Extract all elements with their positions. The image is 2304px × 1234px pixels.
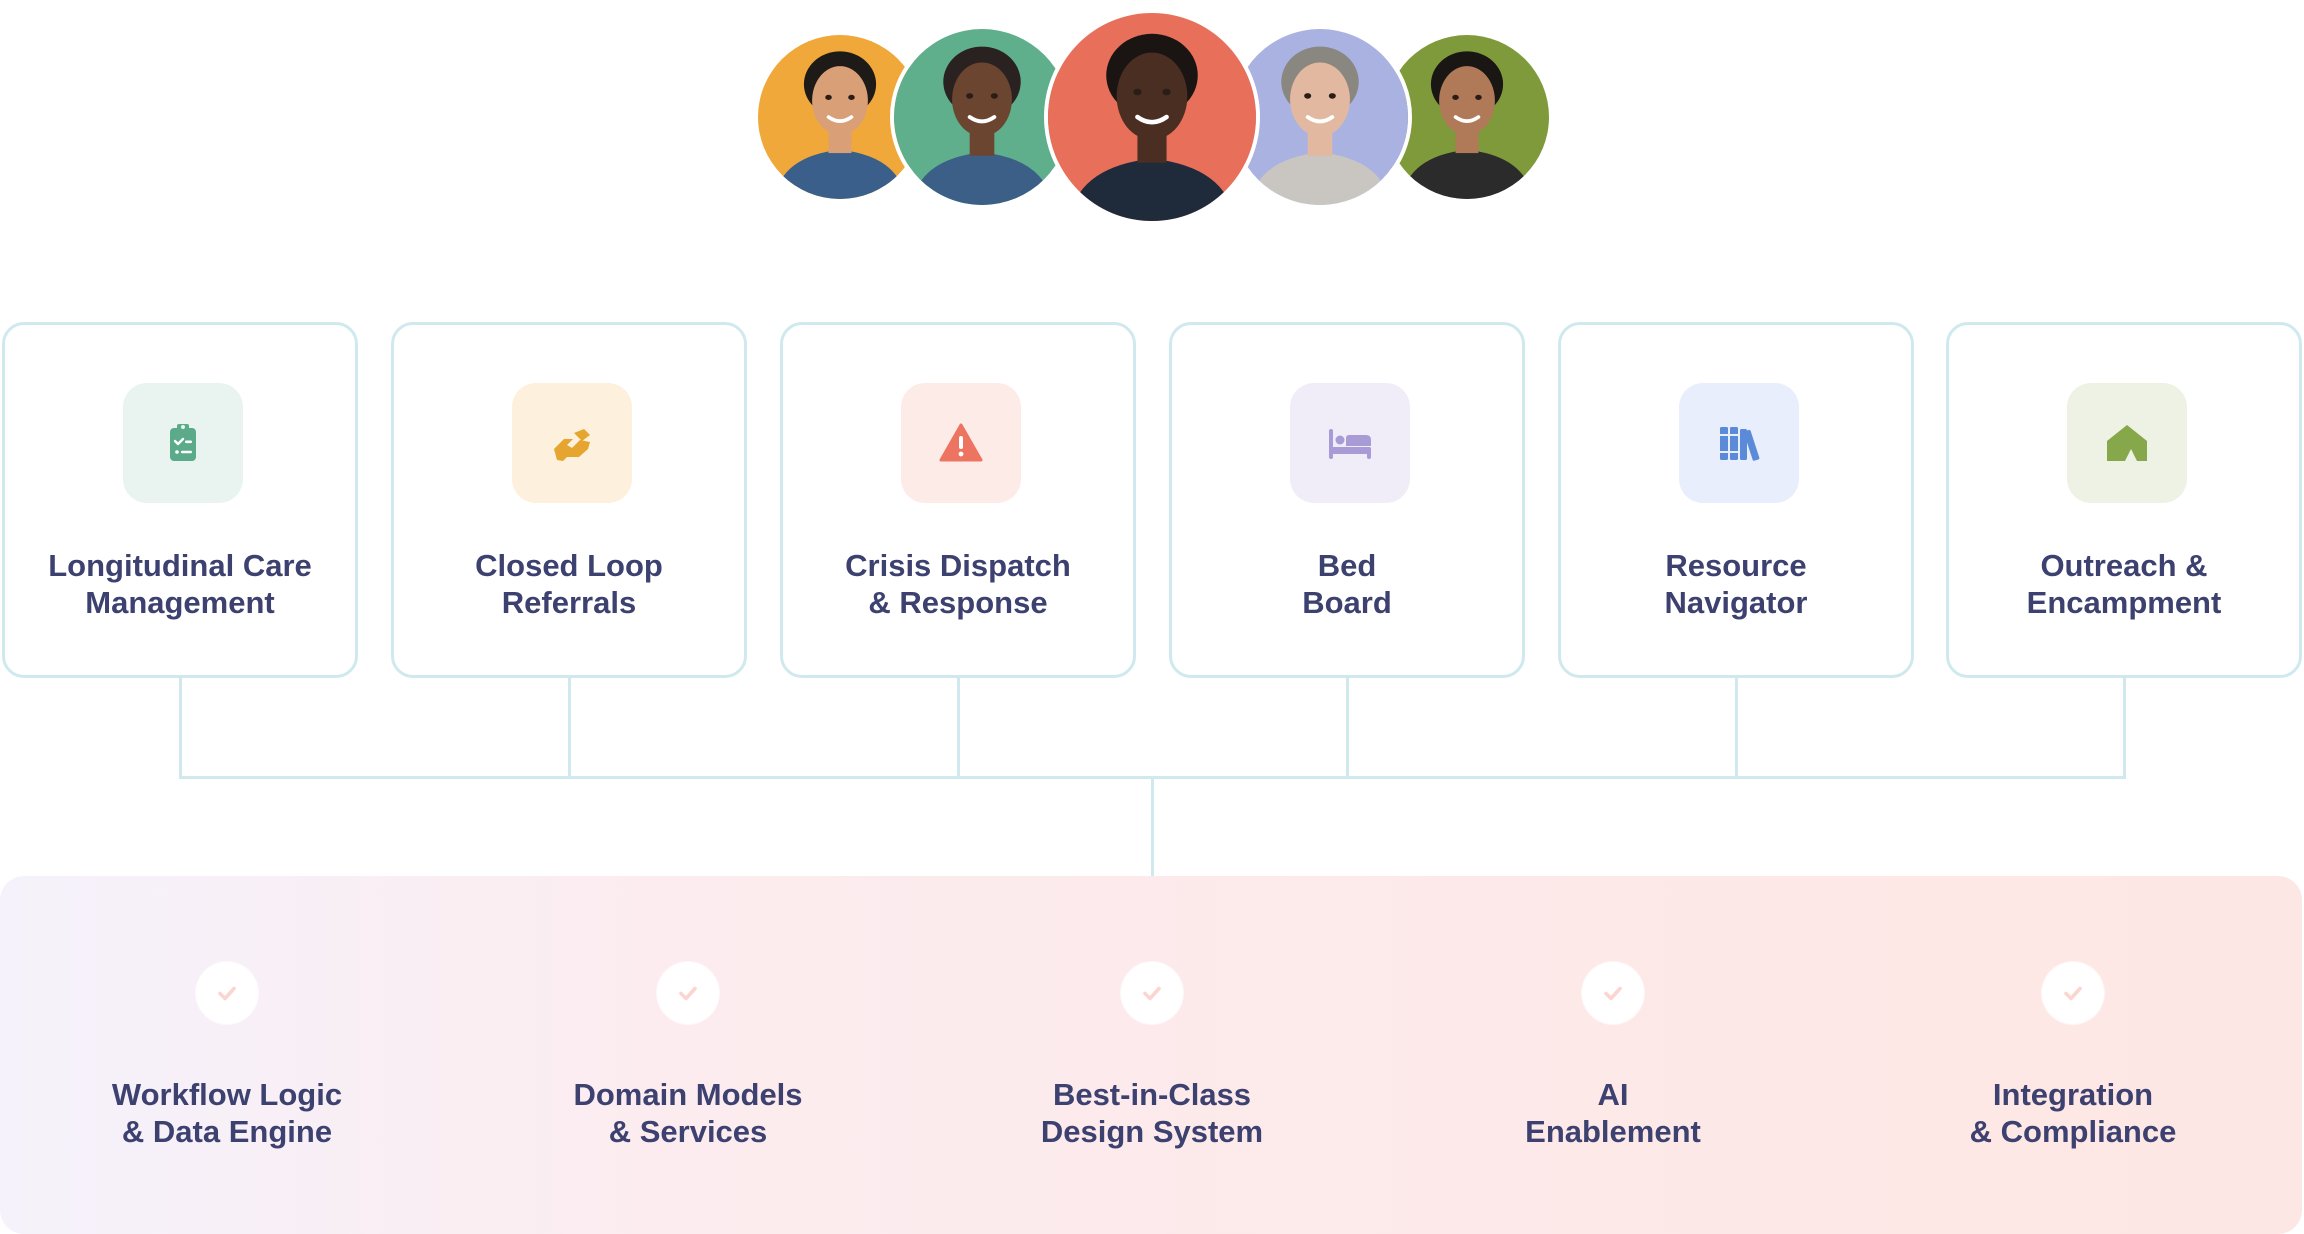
connector-drop (956, 678, 960, 778)
connector-drop (2122, 678, 2126, 778)
module-title-line: Navigator (1664, 585, 1808, 620)
pillar-title-line: & Data Engine (121, 1114, 333, 1149)
module-title-line: & Response (868, 585, 1048, 620)
check-icon (196, 962, 258, 1024)
pillar-title-line: Domain Models (573, 1077, 803, 1112)
foundation-pillar: Integration& Compliance (1903, 962, 2243, 1150)
module-title-line: Closed Loop (475, 548, 663, 583)
connector-drop (178, 678, 182, 778)
module-title-line: Longitudinal Care (48, 548, 312, 583)
module-title: Outreach &Encampment (1949, 547, 2299, 621)
avatar (1228, 25, 1412, 209)
module-card: Crisis Dispatch& Response (780, 322, 1136, 678)
portrait-icon (1385, 35, 1549, 199)
tent-icon (2103, 419, 2151, 467)
check-icon (1582, 962, 1644, 1024)
connector-drop (1345, 678, 1349, 778)
foundation-pillar: Domain Models& Services (518, 962, 858, 1150)
module-title-line: Referrals (501, 585, 637, 620)
portrait-icon (1232, 29, 1408, 205)
pillar-title-line: Best-in-Class (1052, 1077, 1252, 1112)
pillar-title-line: Integration (1992, 1077, 2154, 1112)
module-title-line: Management (85, 585, 275, 620)
pillar-title-line: Enablement (1525, 1114, 1701, 1149)
handshake-icon (548, 419, 596, 467)
check-icon (1121, 962, 1183, 1024)
icon-tile (123, 383, 243, 503)
pillar-title-line: Workflow Logic (111, 1077, 343, 1112)
pillar-title: Integration& Compliance (1903, 1076, 2243, 1150)
avatar (1044, 9, 1260, 225)
pillar-title-line: & Services (608, 1114, 768, 1149)
module-title-line: Encampment (2026, 585, 2222, 620)
module-title-line: Outreach & (2040, 548, 2208, 583)
icon-tile (901, 383, 1021, 503)
module-title: Crisis Dispatch& Response (783, 547, 1133, 621)
module-title-line: Bed (1317, 548, 1377, 583)
check-icon (657, 962, 719, 1024)
pillar-title-line: Design System (1040, 1114, 1264, 1149)
module-card: Outreach &Encampment (1946, 322, 2302, 678)
pillar-title: Workflow Logic& Data Engine (57, 1076, 397, 1150)
warning-icon (937, 419, 985, 467)
avatar (890, 25, 1074, 209)
connector-drop (1734, 678, 1738, 778)
portrait-icon (1048, 13, 1256, 221)
check-icon (2042, 962, 2104, 1024)
module-title-line: Resource (1665, 548, 1807, 583)
pillar-title-line: AI (1597, 1077, 1629, 1112)
icon-tile (2067, 383, 2187, 503)
books-icon (1715, 419, 1763, 467)
module-title-line: Board (1302, 585, 1392, 620)
avatar (1381, 31, 1553, 203)
foundation-panel: Workflow Logic& Data Engine Domain Models… (0, 876, 2302, 1234)
pillar-title: Domain Models& Services (518, 1076, 858, 1150)
icon-tile (512, 383, 632, 503)
clipboard-check-icon (159, 419, 207, 467)
pillar-title-line: & Compliance (1969, 1114, 2177, 1149)
icon-tile (1290, 383, 1410, 503)
foundation-pillar: Workflow Logic& Data Engine (57, 962, 397, 1150)
portrait-icon (894, 29, 1070, 205)
module-title-line: Crisis Dispatch (845, 548, 1071, 583)
bed-icon (1326, 419, 1374, 467)
connector-drop (567, 678, 571, 778)
connector-trunk (1150, 776, 1154, 876)
icon-tile (1679, 383, 1799, 503)
